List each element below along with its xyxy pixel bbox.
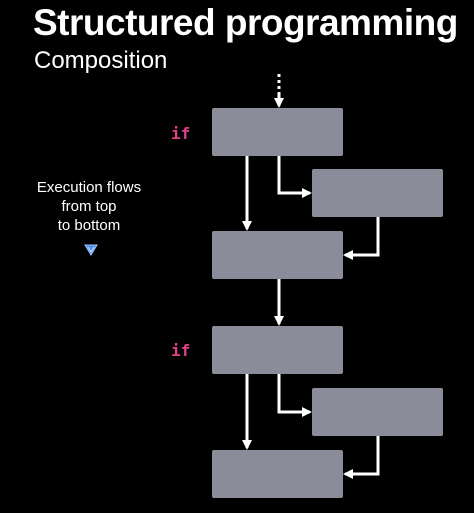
block-branch-2 xyxy=(312,388,443,436)
note-line-3: to bottom xyxy=(57,217,121,234)
if-keyword-2: if xyxy=(171,341,191,360)
down-triangle-icon xyxy=(84,244,98,256)
block-branch-1 xyxy=(312,169,443,217)
note-line-1: Execution flows xyxy=(36,179,142,196)
slide-subtitle: Composition xyxy=(34,47,168,74)
arrow-into-branch-1 xyxy=(277,156,312,198)
arrow-out-branch-1 xyxy=(343,217,380,260)
block-merge-2 xyxy=(212,450,343,498)
arrow-out-branch-2 xyxy=(343,436,380,479)
arrow-into-branch-2 xyxy=(277,374,312,417)
execution-note: Execution flows from top to bottom xyxy=(30,178,148,235)
block-if-1 xyxy=(212,108,343,156)
block-if-2 xyxy=(212,326,343,374)
block-merge-1 xyxy=(212,231,343,279)
note-line-2: from top xyxy=(61,198,117,215)
if-keyword-1: if xyxy=(171,124,191,143)
slide-title: Structured programming xyxy=(33,2,458,43)
